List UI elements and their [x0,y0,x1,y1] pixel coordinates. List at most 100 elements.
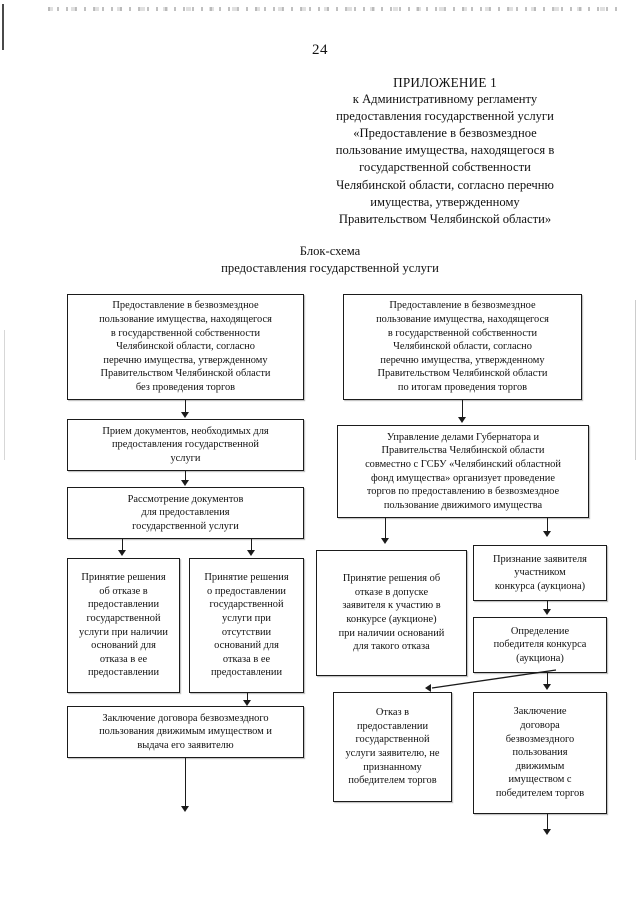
flow-node-left-review: Рассмотрение документов для предоставлен… [67,487,304,539]
scan-artifact-left-edge-lower [4,330,5,460]
node-line: Принятие решения [204,572,289,584]
scan-artifact-top-speckle [48,7,623,11]
node-line: услуги заявителю, не [345,748,440,759]
node-line: предоставлении [210,667,283,679]
flow-node-right-deny-admission: Принятие решения об отказе в допуске зая… [316,550,467,676]
node-line: предоставлении [87,667,160,679]
appendix-header-line-3: «Предоставление в безвозмездное [353,126,537,141]
node-line: Заключение договора безвозмездного [102,712,269,724]
node-line: Определение [510,625,570,637]
node-line: Принятие решения [81,572,166,584]
node-line: участником [514,567,566,579]
page-number: 24 [312,42,328,58]
node-line: пользование движимого имущества [383,499,543,511]
node-line: государственной [86,612,161,624]
connector-right-authority-to-recognize [547,518,549,534]
appendix-header-line-7: имущества, утвержденному [370,194,520,209]
appendix-header-line-2: предоставления государственной услуги [336,109,554,124]
node-line: предоставлении [87,599,160,611]
node-line: фонд имущества» организует проведение [371,472,555,484]
connector-left-contract-outflow [185,758,187,808]
node-line: перечню имущества, утвержденному [380,354,545,366]
node-line: об отказе в [99,585,148,597]
node-line: при наличии оснований [338,627,445,639]
node-line: победителя конкурса [493,639,587,651]
arrowhead-left-review-to-grant [247,550,255,556]
scan-artifact-left-edge [2,4,4,50]
appendix-header-line-1: к Административному регламенту [352,92,538,107]
node-line: конкурсе (аукционе) [346,614,437,625]
arrowhead-right-authority-to-deny [381,538,389,544]
node-line: Заключение [513,706,567,718]
connector-right-recognize-to-winner [547,601,549,613]
flow-node-left-contract: Заключение договора безвозмездного польз… [67,706,304,758]
node-line: Отказ в [375,707,410,719]
node-line: Принятие решения об [342,573,441,585]
node-line: торгов по предоставлению в безвозмездное [366,486,560,498]
node-line: Прием документов, необходимых для [102,425,269,437]
flow-node-right-contract: Заключение договора безвозмездного польз… [473,692,607,814]
node-line: движимым [515,760,565,772]
node-line: пользование имущества, находящегося [376,314,549,326]
node-line: Предоставление в безвозмездное [389,300,536,312]
node-line: имуществом с [508,774,572,786]
node-line: победителем торгов [495,787,585,799]
appendix-header: ПРИЛОЖЕНИЕ 1 к Административному регламе… [300,74,590,228]
node-line: в государственной собственности [387,327,538,339]
connector-left-intake-to-review [185,471,187,483]
node-line: услуги при [222,612,271,624]
flow-node-right-authority: Управление делами Губернатора и Правител… [337,425,589,518]
node-line: безвозмездного [505,733,575,745]
node-line: отказа в ее [222,653,271,665]
connector-right-authority-to-deny [385,518,387,542]
node-line: конкурса (аукциона) [494,580,586,592]
node-line: для такого отказа [353,641,430,653]
flow-node-left-grant: Принятие решения о предоставлении госуда… [189,558,304,693]
arrowhead-right-start-to-authority [458,417,466,423]
node-line: победителем торгов [348,775,437,787]
node-line: по итогам проведения торгов [397,381,528,393]
arrowhead-left-review-to-refuse [118,550,126,556]
node-line: отказа в ее [99,653,148,665]
flow-node-right-start: Предоставление в безвозмездное пользован… [343,294,582,400]
node-line: Предоставление в безвозмездное [112,300,259,312]
scan-artifact-right-edge [635,300,636,460]
node-line: оснований для [214,640,279,652]
appendix-header-line-8: Правительством Челябинской области» [338,211,552,226]
appendix-header-line-0: ПРИЛОЖЕНИЕ 1 [393,75,497,90]
node-line: в государственной собственности [110,327,261,339]
arrowhead-right-contract-outflow [543,829,551,835]
node-line: выдача его заявителю [137,739,234,751]
connector-left-review-to-grant [251,539,253,553]
node-line: для предоставления [141,507,230,519]
connector-right-start-to-authority [462,400,464,420]
connector-right-winner-to-contract [547,673,549,687]
flow-node-right-refusal: Отказ в предоставлении государственной у… [333,692,452,802]
flow-node-left-start: Предоставление в безвозмездное пользован… [67,294,304,400]
connector-left-start-to-intake [185,400,187,415]
node-line: Управление делами Губернатора и [386,431,540,443]
flow-node-left-refuse: Принятие решения об отказе в предоставле… [67,558,180,693]
connector-right-contract-outflow [547,814,549,832]
node-line: заявителя к участию в [342,600,441,612]
node-line: услуги [170,452,201,464]
node-line: Правительством Челябинской области [377,368,548,380]
node-line: государственной [209,599,284,611]
connector-left-grant-to-contract [247,693,249,703]
node-line: перечню имущества, утвержденному [103,354,268,366]
node-line: отказе в допуске [354,586,429,598]
arrowhead-left-start-to-intake [181,412,189,418]
flow-node-right-winner: Определение победителя конкурса (аукцион… [473,617,607,673]
node-line: Правительства Челябинской области [381,445,545,457]
node-line: государственной [355,734,430,746]
node-line: отсутствии [221,626,272,638]
node-line: Рассмотрение документов [127,493,244,505]
node-line: предоставления государственной [112,439,259,451]
node-line: (аукциона) [516,652,564,664]
appendix-header-line-6: Челябинской области, согласно перечню [336,177,554,192]
node-line: о предоставлении [207,585,286,597]
node-line: пользования [512,747,568,759]
node-line: совместно с ГСБУ «Челябинский областной [365,458,561,470]
node-line: без проведения торгов [135,381,236,393]
